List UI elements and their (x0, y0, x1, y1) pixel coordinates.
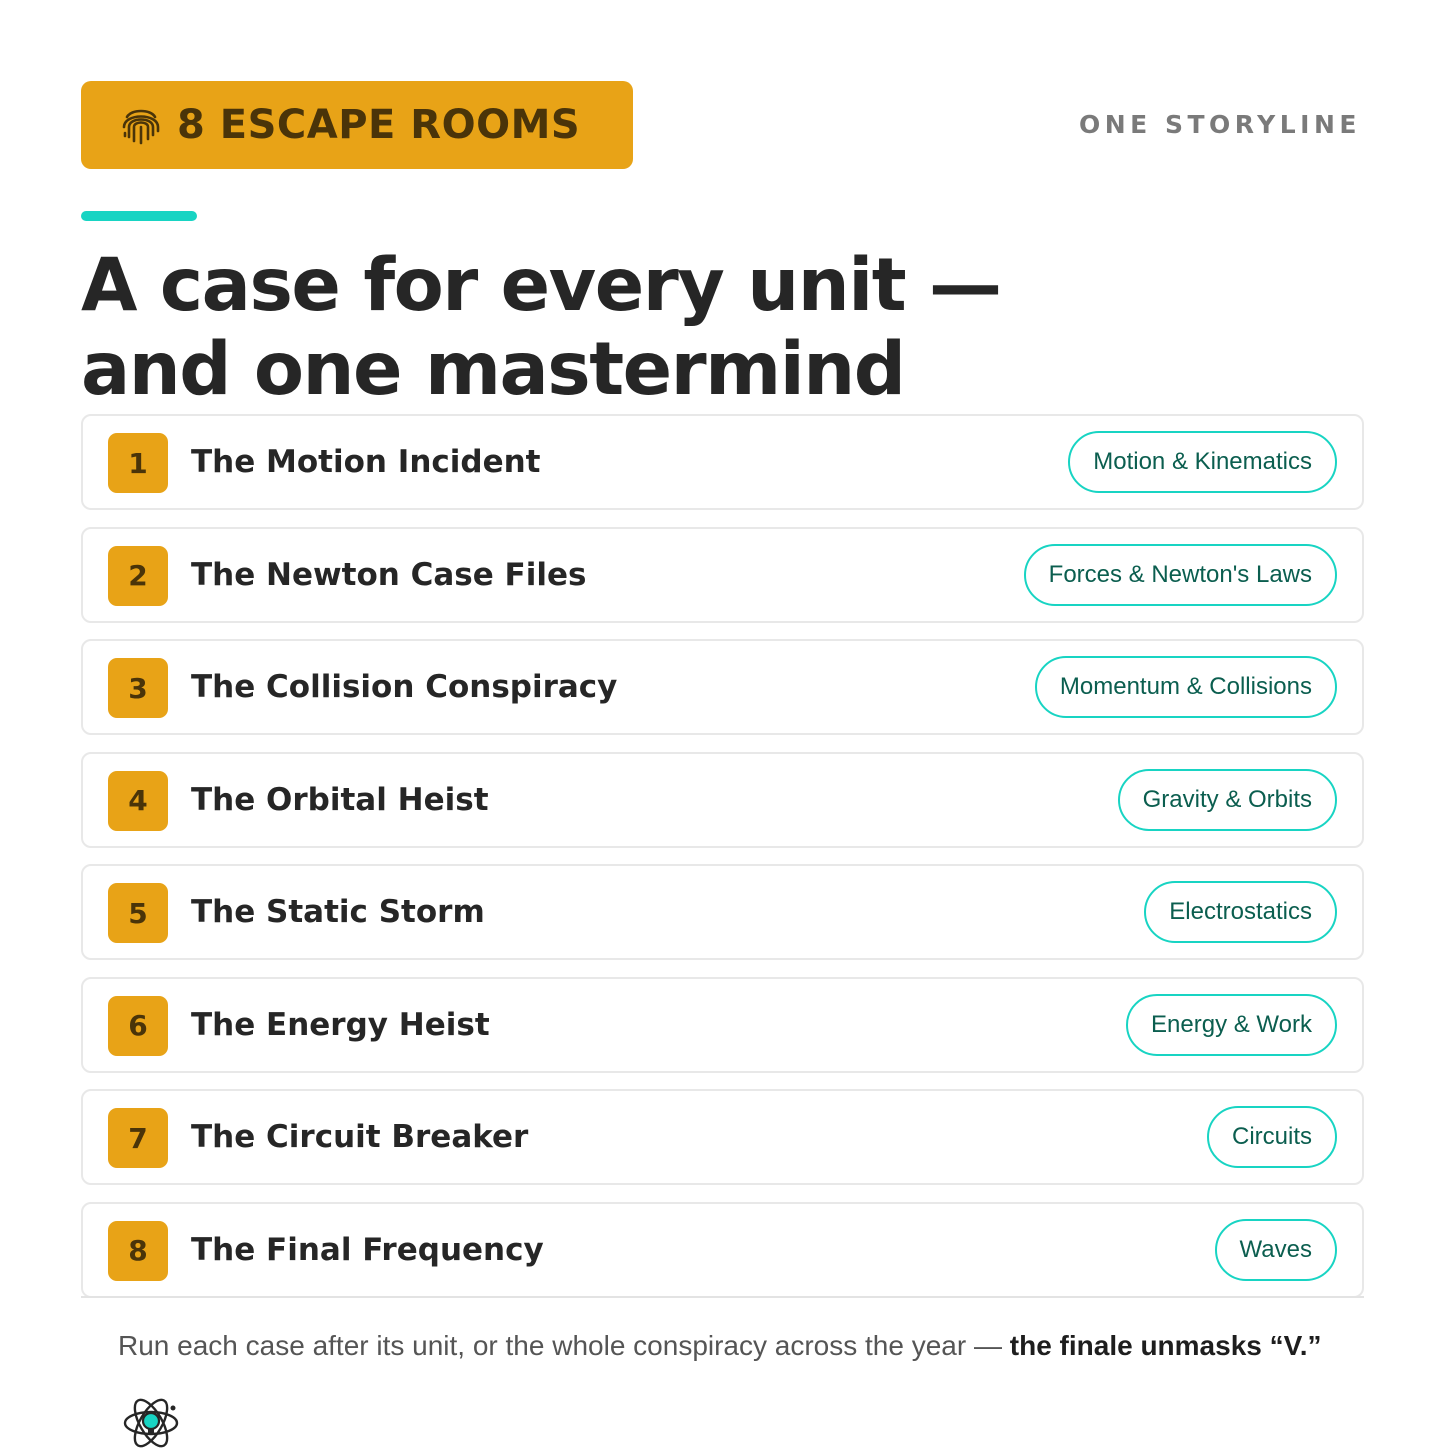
unit-tag: Motion & Kinematics (1068, 431, 1337, 493)
case-number: 2 (108, 545, 168, 606)
case-title: The Collision Conspiracy (191, 669, 618, 705)
atom-lightbulb-logo-icon (120, 1395, 182, 1449)
case-number: 5 (108, 883, 168, 943)
case-title: The Energy Heist (191, 1006, 490, 1043)
unit-tag: Forces & Newton's Laws (1023, 543, 1337, 606)
case-number: 3 (108, 658, 168, 718)
case-row: 7 The Circuit Breaker Circuits (81, 1089, 1364, 1185)
footer-emphasis: the finale unmasks “V.” (1009, 1330, 1322, 1361)
case-list: 1 The Motion Incident Motion & Kinematic… (81, 414, 1364, 1314)
case-row: 4 The Orbital Heist Gravity & Orbits (81, 751, 1364, 848)
case-title: The Motion Incident (191, 444, 541, 480)
case-title: The Circuit Breaker (191, 1119, 529, 1155)
case-number: 4 (108, 770, 168, 831)
case-title: The Orbital Heist (191, 781, 489, 818)
case-row: 8 The Final Frequency Waves (81, 1201, 1364, 1298)
headline-line-2: and one mastermind (81, 327, 906, 412)
storyline-kicker: ONE STORYLINE (1079, 110, 1361, 139)
divider (81, 1296, 1364, 1298)
fingerprint-icon (119, 103, 163, 147)
case-row: 6 The Energy Heist Energy & Work (81, 976, 1364, 1073)
case-row: 2 The Newton Case Files Forces & Newton'… (81, 526, 1364, 623)
unit-tag: Circuits (1206, 1106, 1337, 1168)
case-title: The Static Storm (191, 894, 485, 930)
case-row: 3 The Collision Conspiracy Momentum & Co… (81, 639, 1364, 735)
case-number: 1 (108, 433, 168, 493)
page-title: A case for every unit — and one mastermi… (81, 243, 1002, 412)
case-row: 5 The Static Storm Electrostatics (81, 864, 1364, 960)
case-number: 7 (108, 1108, 168, 1168)
footer-note: Run each case after its unit, or the who… (118, 1330, 1322, 1362)
accent-line (81, 211, 197, 221)
escape-rooms-badge: 8 ESCAPE ROOMS (81, 81, 633, 169)
footer-text: Run each case after its unit, or the who… (118, 1330, 1010, 1361)
badge-label: 8 ESCAPE ROOMS (177, 102, 581, 148)
unit-tag: Momentum & Collisions (1034, 656, 1337, 718)
unit-tag: Gravity & Orbits (1117, 768, 1337, 831)
case-title: The Final Frequency (191, 1231, 544, 1268)
unit-tag: Energy & Work (1126, 993, 1337, 1056)
case-number: 8 (108, 1220, 168, 1281)
unit-tag: Electrostatics (1144, 881, 1337, 943)
headline-line-1: A case for every unit — (81, 243, 1002, 328)
case-number: 6 (108, 995, 168, 1056)
case-row: 1 The Motion Incident Motion & Kinematic… (81, 414, 1364, 510)
case-title: The Newton Case Files (191, 556, 587, 593)
unit-tag: Waves (1214, 1218, 1337, 1281)
